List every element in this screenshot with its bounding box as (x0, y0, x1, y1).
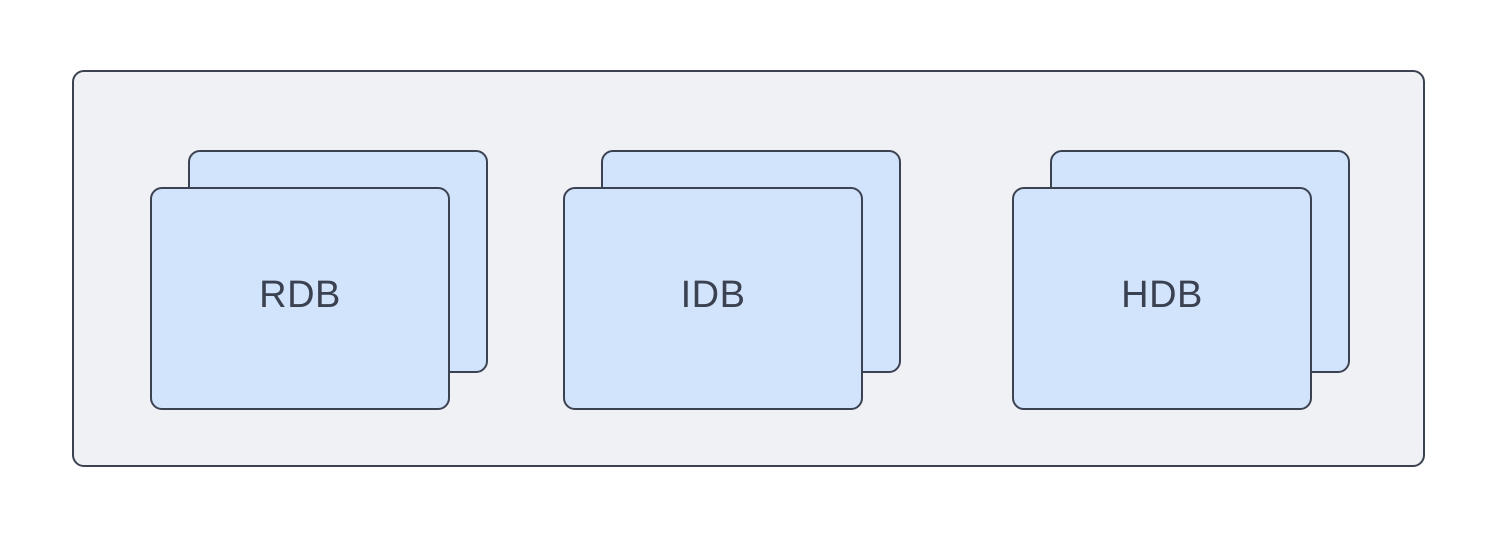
hdb-label: HDB (1121, 273, 1203, 316)
stack-idb: IDB (563, 150, 901, 410)
hdb-front-card: HDB (1012, 187, 1312, 410)
rdb-label: RDB (259, 273, 341, 316)
idb-front-card: IDB (563, 187, 863, 410)
idb-label: IDB (680, 273, 746, 316)
stack-rdb: RDB (150, 150, 488, 410)
stack-hdb: HDB (1012, 150, 1350, 410)
rdb-front-card: RDB (150, 187, 450, 410)
